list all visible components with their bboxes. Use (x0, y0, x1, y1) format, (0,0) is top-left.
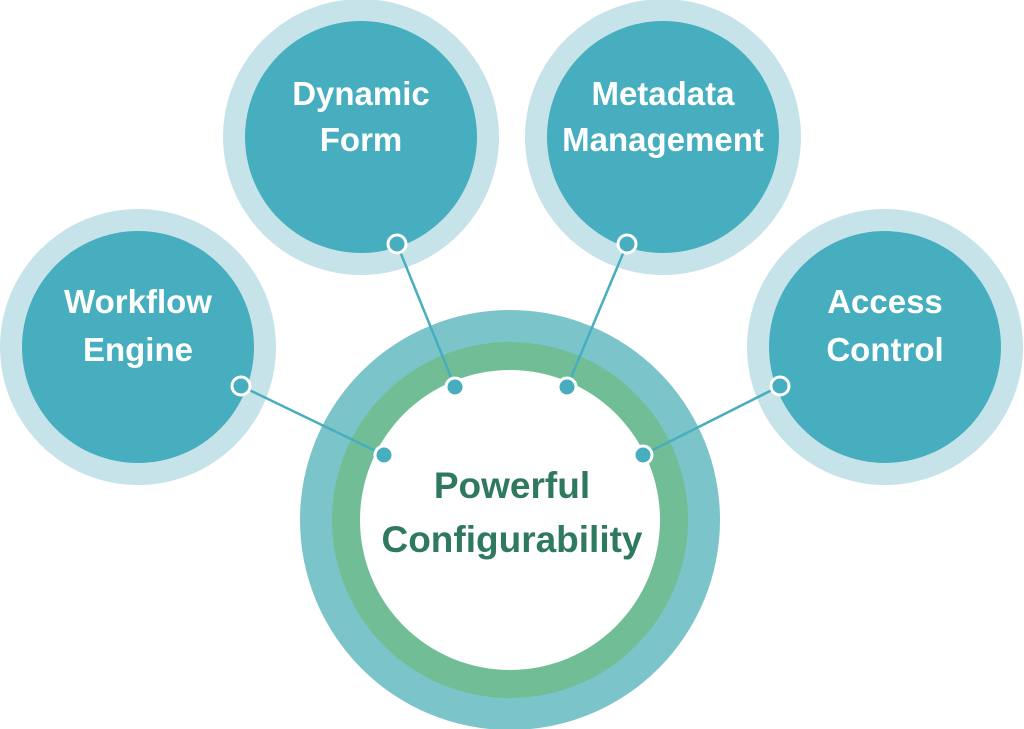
node-label-line1: Workflow (64, 283, 212, 320)
node-label-line2: Management (562, 121, 764, 158)
connector-dot (386, 233, 408, 255)
connector-dot (769, 375, 791, 397)
connector-dot (632, 444, 654, 466)
node-circle (769, 231, 1001, 463)
node-label-line2: Form (320, 121, 403, 158)
connector-line (642, 384, 781, 457)
center-hub: Powerful Configurability (300, 310, 720, 729)
node-access-control: Access Control (747, 209, 1023, 485)
center-title-line2: Configurability (381, 519, 642, 560)
center-core (360, 370, 660, 670)
connector-line (240, 384, 385, 457)
connector-dot (230, 375, 252, 397)
node-label-line1: Metadata (591, 75, 735, 112)
node-circle (22, 231, 254, 463)
node-label-line1: Access (827, 283, 943, 320)
connector-dot (616, 233, 638, 255)
node-label-line1: Dynamic (292, 75, 430, 112)
connector-dot (373, 444, 395, 466)
center-title-line1: Powerful (434, 465, 590, 506)
node-label-line2: Engine (83, 331, 193, 368)
node-dynamic-form: Dynamic Form (223, 0, 499, 275)
connectors (240, 243, 781, 457)
node-circle (245, 21, 477, 253)
connector-dots (230, 233, 791, 466)
connector-line (395, 243, 457, 388)
connector-dot (444, 376, 466, 398)
node-workflow-engine: Workflow Engine (0, 209, 276, 485)
node-label-line2: Control (826, 331, 943, 368)
node-metadata-management: Metadata Management (525, 0, 801, 275)
node-circle (547, 21, 779, 253)
connector-line (565, 243, 629, 388)
connector-dot (556, 376, 578, 398)
